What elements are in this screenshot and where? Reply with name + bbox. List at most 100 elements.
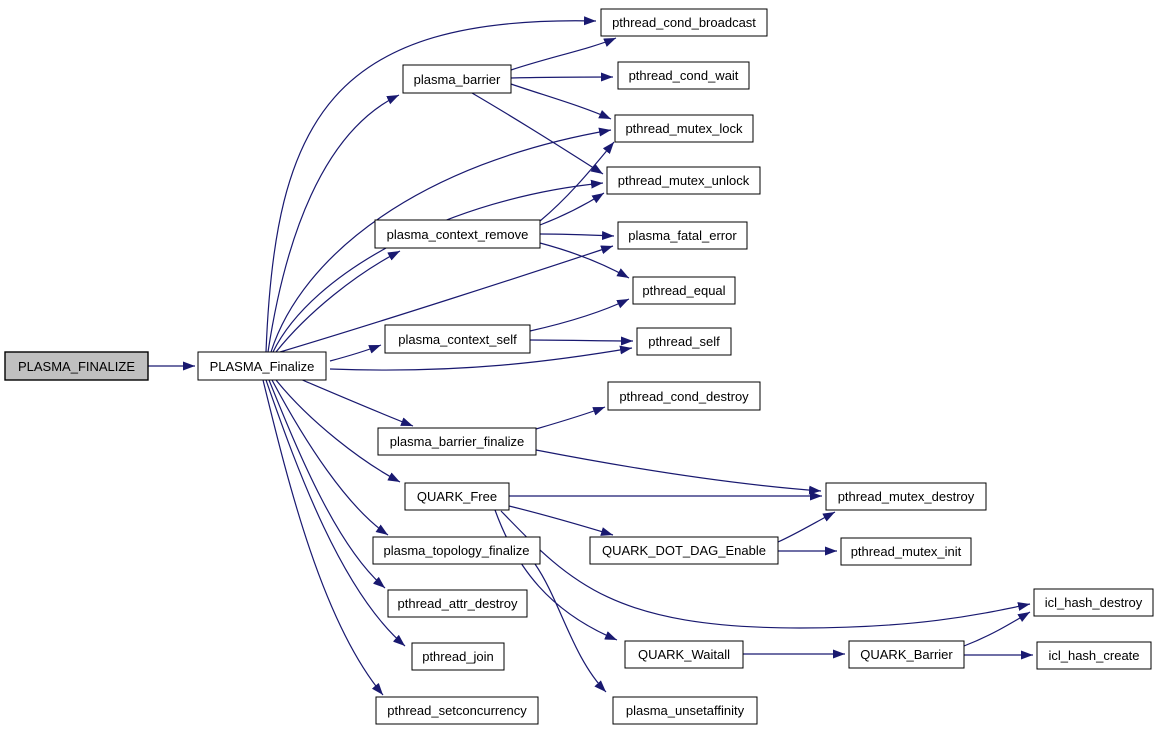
node-box: [404, 482, 510, 511]
node-label: pthread_setconcurrency: [387, 703, 527, 718]
node-pthread_join[interactable]: pthread_join: [411, 642, 505, 671]
edge-PLASMA_Finalize-plasma_fatal_error: [279, 245, 614, 353]
node-label: pthread_mutex_lock: [625, 121, 743, 136]
edge-QUARK_Free-QUARK_Waitall: [494, 509, 618, 641]
node-box: [617, 61, 750, 90]
node-plasma_unsetaffinity[interactable]: plasma_unsetaffinity: [612, 696, 758, 725]
node-pthread_cond_wait[interactable]: pthread_cond_wait: [617, 61, 750, 90]
node-box: [1033, 588, 1154, 617]
node-label: PLASMA_Finalize: [210, 359, 315, 374]
edge-PLASMA_Finalize-pthread_join: [265, 379, 406, 647]
edge-plasma_topology_finalize-plasma_unsetaffinity: [534, 563, 607, 693]
edge-plasma_barrier_finalize-pthread_mutex_destroy: [535, 449, 822, 495]
edge-plasma_barrier-pthread_cond_wait: [510, 72, 614, 82]
edge-PLASMA_Finalize-pthread_mutex_lock: [270, 127, 612, 353]
node-label: plasma_barrier_finalize: [390, 434, 524, 449]
node-label: icl_hash_destroy: [1045, 595, 1143, 610]
node-label: plasma_context_self: [398, 332, 517, 347]
edge-PLASMA_Finalize-pthread_attr_destroy: [268, 379, 386, 589]
edge-PLASMA_Finalize-QUARK_Free: [275, 379, 401, 483]
node-QUARK_Waitall[interactable]: QUARK_Waitall: [624, 640, 744, 669]
node-label: plasma_topology_finalize: [384, 543, 530, 558]
edge-plasma_context_remove-pthread_mutex_lock: [539, 141, 615, 222]
node-pthread_self[interactable]: pthread_self: [636, 327, 732, 356]
node-label: pthread_join: [422, 649, 494, 664]
node-label: pthread_mutex_init: [851, 544, 962, 559]
node-box: [624, 640, 744, 669]
node-box: [589, 536, 779, 565]
node-label: QUARK_Waitall: [638, 647, 730, 662]
edge-PLASMA_Finalize-plasma_context_self: [329, 344, 382, 362]
node-pthread_mutex_init[interactable]: pthread_mutex_init: [840, 537, 972, 566]
node-box: [614, 114, 754, 143]
node-label: pthread_cond_wait: [629, 68, 739, 83]
node-box: [600, 8, 768, 37]
node-box: [825, 482, 987, 511]
node-pthread_equal[interactable]: pthread_equal: [632, 276, 736, 305]
node-label: icl_hash_create: [1048, 648, 1139, 663]
edge-layer: [148, 16, 1033, 696]
node-label: QUARK_Barrier: [860, 647, 953, 662]
node-pthread_cond_broadcast[interactable]: pthread_cond_broadcast: [600, 8, 768, 37]
node-label: pthread_equal: [642, 283, 725, 298]
node-box: [197, 351, 327, 381]
node-pthread_setconcurrency[interactable]: pthread_setconcurrency: [375, 696, 539, 725]
node-QUARK_Free[interactable]: QUARK_Free: [404, 482, 510, 511]
edge-PLASMA_Finalize-plasma_topology_finalize: [271, 379, 389, 536]
node-box: [607, 381, 761, 411]
edge-plasma_context_remove-pthread_equal: [539, 242, 630, 279]
node-label: pthread_self: [648, 334, 720, 349]
node-pthread_cond_destroy[interactable]: pthread_cond_destroy: [607, 381, 761, 411]
node-plasma_fatal_error[interactable]: plasma_fatal_error: [617, 221, 748, 250]
node-box: [4, 351, 149, 381]
node-label: QUARK_Free: [417, 489, 497, 504]
edge-plasma_context_remove-plasma_fatal_error: [539, 231, 615, 240]
node-PLASMA_Finalize[interactable]: PLASMA_Finalize: [197, 351, 327, 381]
edge-plasma_context_self-pthread_equal: [529, 298, 630, 332]
node-label: plasma_barrier: [414, 72, 501, 87]
node-label: plasma_fatal_error: [628, 228, 737, 243]
node-label: QUARK_DOT_DAG_Enable: [602, 543, 766, 558]
edge-QUARK_Free-QUARK_DOT_DAG_Enable: [508, 505, 614, 536]
node-label: plasma_unsetaffinity: [626, 703, 745, 718]
node-label: pthread_mutex_unlock: [618, 173, 750, 188]
edge-PLASMA_Finalize-pthread_cond_broadcast: [265, 16, 597, 353]
node-box: [411, 642, 505, 671]
edge-PLASMA_Finalize-plasma_context_remove: [275, 250, 401, 353]
node-label: pthread_attr_destroy: [398, 596, 518, 611]
node-pthread_mutex_unlock[interactable]: pthread_mutex_unlock: [606, 166, 761, 195]
node-box: [1036, 641, 1152, 670]
edge-plasma_barrier-pthread_mutex_unlock: [471, 92, 604, 175]
node-label: pthread_mutex_destroy: [838, 489, 975, 504]
node-icl_hash_create[interactable]: icl_hash_create: [1036, 641, 1152, 670]
node-layer: PLASMA_FINALIZE PLASMA_Finalize plasma_b…: [4, 8, 1154, 725]
node-plasma_topology_finalize[interactable]: plasma_topology_finalize: [372, 536, 541, 565]
node-box: [372, 536, 541, 565]
edge-plasma_barrier_finalize-pthread_cond_destroy: [535, 406, 606, 430]
edge-PLASMA_Finalize-plasma_barrier_finalize: [299, 378, 414, 427]
node-pthread_attr_destroy[interactable]: pthread_attr_destroy: [387, 589, 528, 618]
node-plasma_context_remove[interactable]: plasma_context_remove: [374, 219, 541, 249]
node-box: [617, 221, 748, 250]
node-box: [377, 427, 537, 456]
edge-QUARK_Free-icl_hash_destroy: [500, 510, 1031, 629]
node-plasma_context_self[interactable]: plasma_context_self: [384, 324, 531, 354]
edge-PLASMA_Finalize-pthread_setconcurrency: [262, 379, 384, 696]
node-plasma_barrier_finalize[interactable]: plasma_barrier_finalize: [377, 427, 537, 456]
node-plasma_barrier[interactable]: plasma_barrier: [402, 64, 512, 94]
edge-PLASMA_Finalize-plasma_barrier: [267, 94, 400, 353]
node-QUARK_Barrier[interactable]: QUARK_Barrier: [848, 640, 965, 669]
node-label: plasma_context_remove: [387, 227, 529, 242]
node-pthread_mutex_destroy[interactable]: pthread_mutex_destroy: [825, 482, 987, 511]
node-box: [632, 276, 736, 305]
node-label: PLASMA_FINALIZE: [18, 359, 135, 374]
node-pthread_mutex_lock[interactable]: pthread_mutex_lock: [614, 114, 754, 143]
node-QUARK_DOT_DAG_Enable[interactable]: QUARK_DOT_DAG_Enable: [589, 536, 779, 565]
edge-plasma_context_self-pthread_self: [529, 336, 634, 346]
node-box: [840, 537, 972, 566]
node-box: [848, 640, 965, 669]
node-PLASMA_FINALIZE[interactable]: PLASMA_FINALIZE: [4, 351, 149, 381]
node-box: [387, 589, 528, 618]
node-icl_hash_destroy[interactable]: icl_hash_destroy: [1033, 588, 1154, 617]
